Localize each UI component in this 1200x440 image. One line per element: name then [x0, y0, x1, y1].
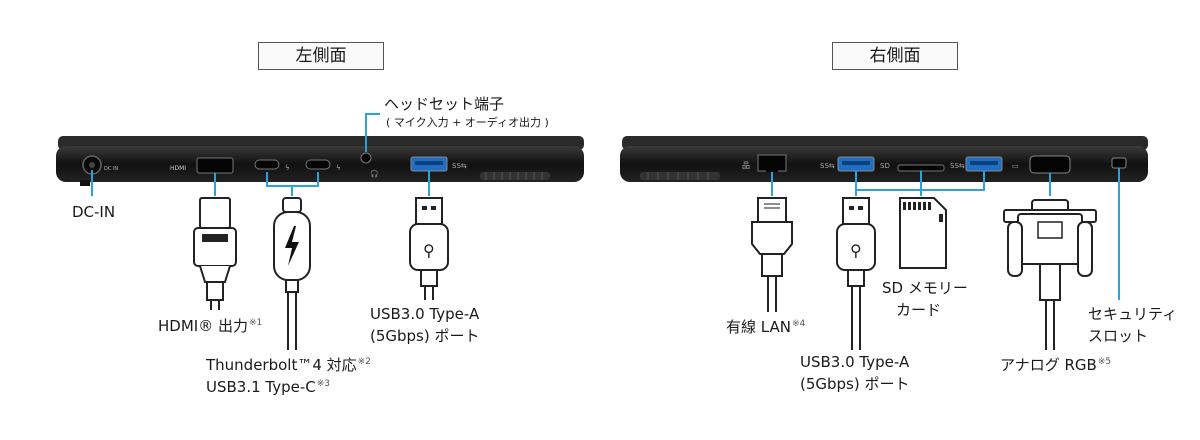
- thunderbolt-label: Thunderbolt™4 対応※2: [206, 356, 371, 374]
- svg-text:SS⇆: SS⇆: [452, 162, 467, 170]
- thunderbolt-cable: [273, 197, 311, 350]
- svg-text:▭: ▭: [1012, 162, 1019, 170]
- svg-text:SS⇆: SS⇆: [950, 162, 965, 170]
- vga-cable: [1003, 199, 1097, 350]
- svg-text:SS⇆: SS⇆: [820, 162, 835, 170]
- hdmi-label: HDMI® 出力※1: [158, 317, 263, 335]
- security-label-1: セキュリティ: [1088, 305, 1178, 323]
- security-label-2: スロット: [1088, 327, 1149, 345]
- usb-c-label: USB3.1 Type-C※3: [206, 378, 331, 396]
- svg-text:ϟ: ϟ: [336, 164, 341, 172]
- usb-right-label-2: (5Gbps) ポート: [800, 375, 910, 393]
- headset-port: 🎧: [360, 152, 379, 178]
- usb-a-cable-right: ⚲: [836, 197, 876, 350]
- svg-text:ϟ: ϟ: [285, 164, 290, 172]
- thunderbolt-icon: [285, 226, 299, 266]
- headset-label: ヘッドセット端子: [384, 95, 505, 113]
- usb-a-cable-left: ⚲: [409, 197, 449, 300]
- headset-sublabel: ( マイク入力 + オーディオ出力 ): [386, 116, 549, 129]
- usb-c-ports: ϟ ϟ: [254, 159, 341, 172]
- usb-icon: ⚲: [423, 241, 435, 260]
- hdmi-cable: [193, 197, 237, 310]
- usb-left-label-2: (5Gbps) ポート: [370, 327, 480, 345]
- dc-in-label: DC-IN: [72, 203, 116, 221]
- sd-card: [899, 197, 947, 269]
- left-side-title: 左側面: [258, 42, 384, 70]
- lan-port: 品: [742, 154, 787, 172]
- svg-text:SD: SD: [880, 162, 890, 170]
- lan-label: 有線 LAN※4: [726, 318, 806, 336]
- callout-lines: [91, 113, 1120, 196]
- rgb-label: アナログ RGB※5: [1000, 356, 1112, 374]
- sd-label-2: カード: [896, 301, 942, 319]
- lan-cable: [751, 197, 793, 312]
- right-side-title: 右側面: [832, 42, 958, 70]
- usb-icon: ⚲: [850, 241, 862, 260]
- usb-a-ports-right: SS⇆ SS⇆: [820, 156, 1003, 172]
- dc-in-marking: DC IN: [104, 166, 118, 172]
- usb-left-label-1: USB3.0 Type-A: [370, 305, 480, 323]
- svg-text:品: 品: [742, 161, 750, 170]
- svg-text:🎧: 🎧: [370, 169, 379, 178]
- sd-label-1: SD メモリー: [882, 279, 968, 297]
- hdmi-marking: HDMI: [170, 165, 186, 172]
- security-slot: [1111, 157, 1127, 169]
- right-side-laptop: [620, 136, 1148, 182]
- usb-right-label-1: USB3.0 Type-A: [800, 353, 910, 371]
